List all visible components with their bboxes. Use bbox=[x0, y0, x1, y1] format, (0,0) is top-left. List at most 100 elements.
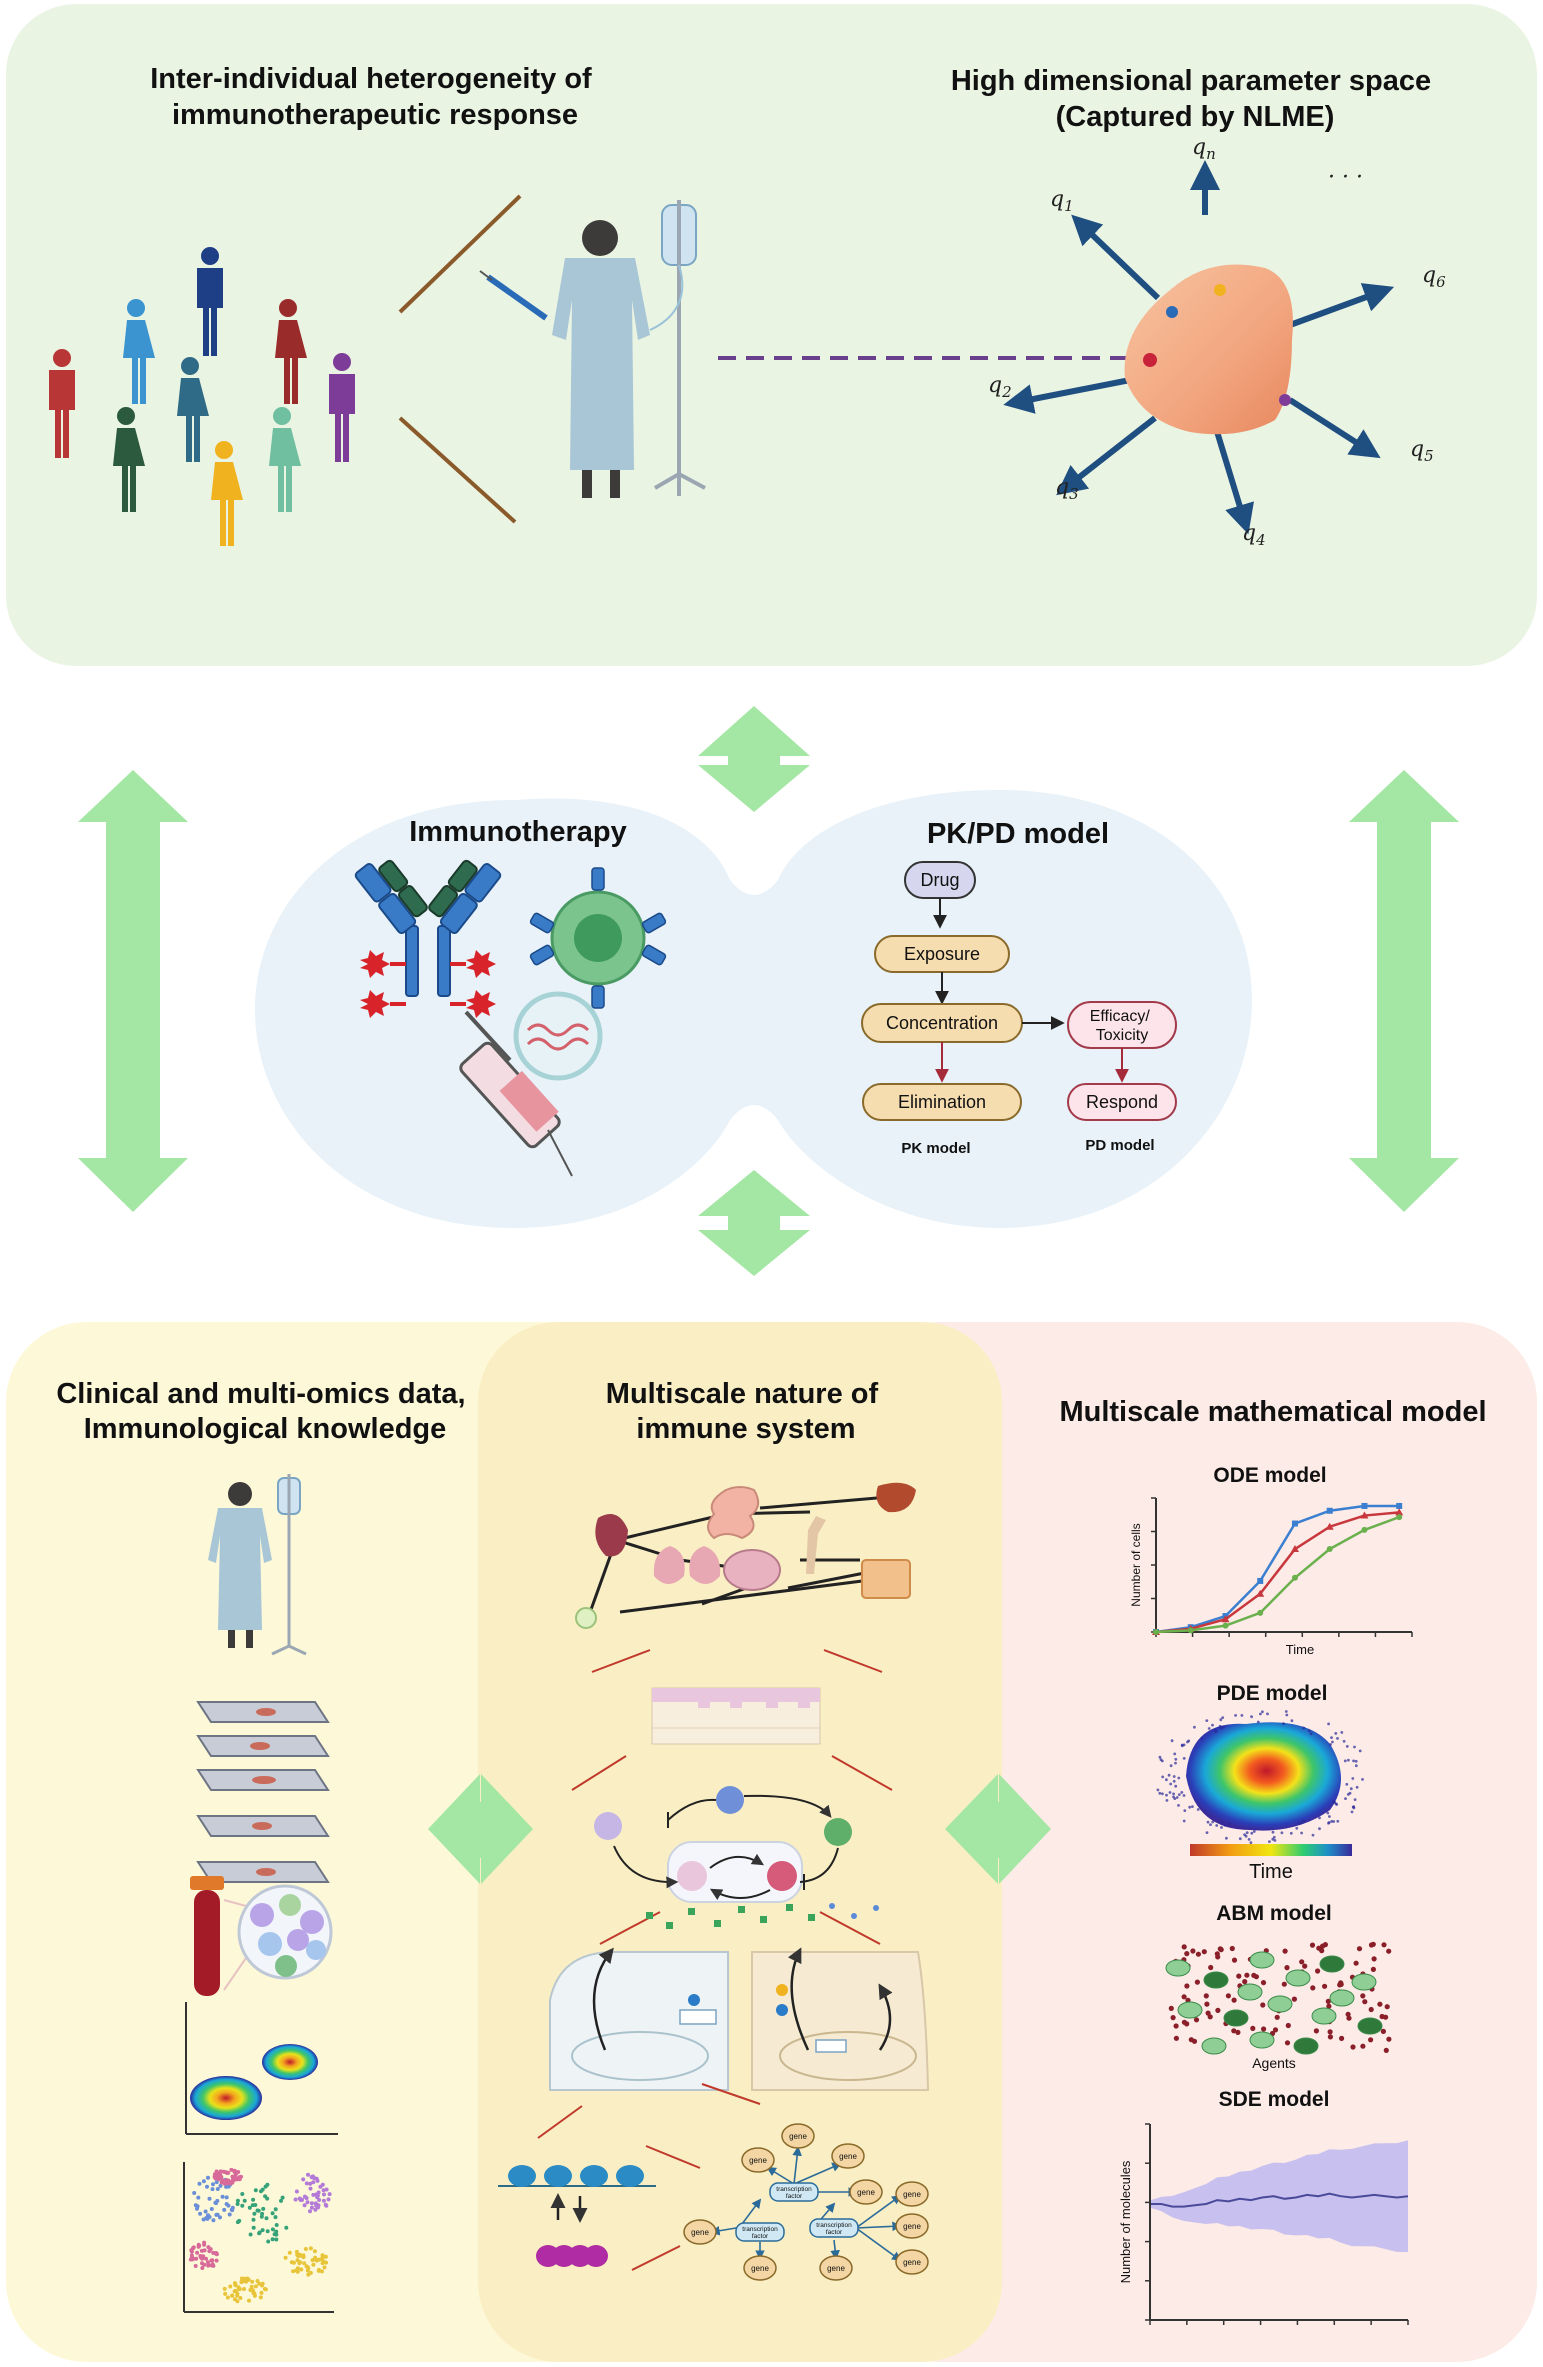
agent-cell bbox=[1293, 2037, 1319, 2055]
svg-text:q4: q4 bbox=[1242, 521, 1266, 549]
gene-label: gene bbox=[751, 2264, 769, 2273]
sde-band bbox=[1150, 2140, 1408, 2252]
ode-point bbox=[1153, 1629, 1159, 1635]
syringe-icon bbox=[459, 991, 603, 1177]
pde-colorbar bbox=[1190, 1844, 1352, 1856]
immunotherapy-title: Immunotherapy bbox=[409, 816, 627, 848]
zoom-line bbox=[819, 1911, 881, 1945]
gene-label: gene bbox=[827, 2264, 845, 2273]
signaling-cells-icon bbox=[549, 1903, 930, 2091]
abm-agents bbox=[1165, 1941, 1392, 2055]
ode-point bbox=[1187, 1627, 1194, 1634]
abm-model-title: ABM model bbox=[1216, 1902, 1332, 1925]
svg-text:q6: q6 bbox=[1422, 263, 1446, 291]
double-arrow-right-long bbox=[1349, 770, 1459, 1212]
gene-node bbox=[683, 2219, 717, 2245]
ode-series-line bbox=[1155, 1515, 1400, 1634]
top-panel bbox=[6, 4, 1537, 666]
agent-cell bbox=[1249, 1951, 1275, 1969]
zoom-line bbox=[831, 1755, 893, 1791]
ode-point bbox=[1257, 1609, 1264, 1616]
ode-series-line bbox=[1155, 1504, 1400, 1634]
top-right-title: High dimensional parameter space (Captur… bbox=[951, 65, 1439, 133]
patient-iv-icon bbox=[479, 200, 706, 498]
parameter-space bbox=[1003, 160, 1395, 535]
concentration-label: Concentration bbox=[886, 1013, 998, 1033]
gene-label: gene bbox=[691, 2228, 709, 2237]
ode-point bbox=[1360, 1511, 1369, 1519]
top-left-title: Inter-individual heterogeneity of immuno… bbox=[150, 63, 600, 131]
pde-colorbar-label: Time bbox=[1249, 1861, 1293, 1883]
ode-point bbox=[1221, 1615, 1230, 1623]
agent-cell bbox=[1201, 2037, 1227, 2055]
gene-node bbox=[895, 2213, 929, 2239]
respond-label: Respond bbox=[1086, 1092, 1158, 1112]
arrows-vertical bbox=[78, 706, 1459, 1276]
ode-point bbox=[1396, 1502, 1403, 1509]
ode-point bbox=[1396, 1514, 1403, 1521]
sde-chart: Number of molecules bbox=[1118, 2123, 1409, 2325]
agent-cell bbox=[1203, 1971, 1229, 1989]
ellipsis-dots: · · · bbox=[1328, 165, 1363, 190]
gene-label: gene bbox=[749, 2156, 767, 2165]
agent-cell bbox=[1177, 2001, 1203, 2019]
patient-small-icon bbox=[208, 1474, 307, 1656]
zoom-line bbox=[398, 416, 517, 524]
efficacy-label: Efficacy/ Toxicity bbox=[1090, 1008, 1155, 1044]
double-arrow-left-center-b bbox=[478, 1774, 533, 1884]
zoom-line bbox=[398, 194, 522, 314]
agent-cell bbox=[1329, 1989, 1355, 2007]
ode-point bbox=[1395, 1508, 1404, 1516]
zoom-line bbox=[537, 2105, 583, 2139]
ode-xlabel: Time bbox=[1286, 1642, 1314, 1657]
gene-label: gene bbox=[903, 2258, 921, 2267]
ode-point bbox=[1290, 1545, 1299, 1553]
gene-node bbox=[819, 2255, 853, 2281]
gene-node bbox=[781, 2123, 815, 2149]
bottom-center-title: Multiscale nature of immune system bbox=[606, 1378, 886, 1445]
svg-text:q5: q5 bbox=[1410, 437, 1434, 465]
sde-model-title: SDE model bbox=[1219, 2088, 1330, 2111]
gene-node bbox=[849, 2179, 883, 2205]
ode-series-line bbox=[1155, 1511, 1400, 1634]
chromatin-icon bbox=[498, 2165, 656, 2267]
antibody-icon bbox=[354, 859, 502, 1018]
ode-point bbox=[1326, 1507, 1333, 1514]
pde-heatmap bbox=[1156, 1710, 1364, 1844]
agent-cell bbox=[1165, 1959, 1191, 1977]
ode-point bbox=[1361, 1502, 1368, 1509]
bottom-left-title: Clinical and multi-omics data, Immunolog… bbox=[56, 1378, 473, 1445]
ode-point bbox=[1256, 1589, 1265, 1597]
ode-point bbox=[1291, 1520, 1298, 1527]
parameter-labels: qn q1 q6 q2 q5 q3 q4 · · · bbox=[988, 135, 1446, 549]
svg-text:q3: q3 bbox=[1055, 475, 1079, 503]
agent-cell bbox=[1357, 2017, 1383, 2035]
gene-label: gene bbox=[789, 2132, 807, 2141]
transcription-factor-node bbox=[809, 2218, 859, 2238]
gene-node bbox=[741, 2147, 775, 2173]
ode-point bbox=[1326, 1546, 1333, 1553]
double-arrow-bottom bbox=[698, 1170, 810, 1276]
cluster-plot bbox=[183, 2162, 334, 2313]
transcription-factor-node bbox=[769, 2182, 819, 2202]
bottom-right-panel bbox=[860, 1322, 1537, 2362]
elimination-label: Elimination bbox=[898, 1092, 986, 1112]
respond-node bbox=[1067, 1083, 1177, 1121]
gene-label: gene bbox=[839, 2152, 857, 2161]
transcription-factor-node bbox=[735, 2222, 785, 2242]
gene-node bbox=[743, 2255, 777, 2281]
ode-chart: Time Number of cells bbox=[1129, 1497, 1413, 1657]
car-t-cell-icon bbox=[529, 867, 667, 1009]
ode-point bbox=[1325, 1522, 1334, 1530]
agent-cell bbox=[1237, 1983, 1263, 2001]
svg-text:q2: q2 bbox=[988, 373, 1012, 401]
ode-ylabel: Number of cells bbox=[1129, 1523, 1143, 1606]
agent-cell bbox=[1319, 1955, 1345, 1973]
gene-node bbox=[895, 2181, 929, 2207]
agent-cell bbox=[1311, 2007, 1337, 2025]
flow-cytometry-plot bbox=[185, 2002, 338, 2135]
